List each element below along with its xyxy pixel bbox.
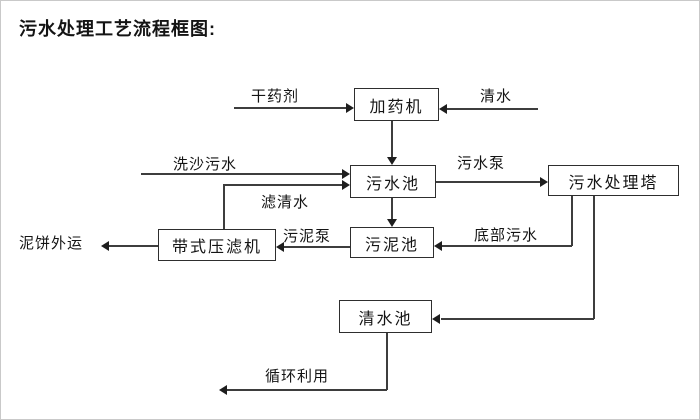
arrowhead-sewage-pump-icon [540, 177, 548, 187]
connector-tower-to-clean-pool [441, 318, 594, 320]
connector-filtered-water-horizontal [223, 184, 342, 186]
connector-filtered-water-vertical [223, 184, 225, 229]
node-belt-filter-press: 带式压滤机 [158, 229, 276, 261]
connector-recycling-use [227, 389, 387, 391]
label-sand-washing-sewage: 洗沙污水 [173, 156, 238, 173]
connector-tower-left-drop [571, 196, 573, 246]
connector-sand-washing-to-sewage-pool [141, 173, 342, 175]
connector-bottom-sewage-to-sludge [442, 245, 572, 247]
arrowhead-sludge-to-press-icon [276, 242, 284, 252]
connector-clean-pool-drop [386, 333, 388, 390]
connector-clean-water-to-dosing [447, 108, 538, 110]
label-mud-cake-transport: 泥饼外运 [19, 235, 84, 252]
connector-sludge-to-press [284, 246, 350, 248]
arrowhead-to-clean-pool-icon [432, 314, 440, 324]
node-sludge-pool: 污泥池 [350, 227, 434, 258]
arrowhead-recycling-icon [219, 385, 227, 395]
connector-sewage-pump-to-tower [436, 181, 540, 183]
arrowhead-filtered-water-icon [342, 180, 350, 190]
label-sludge-pump: 污泥泵 [283, 228, 332, 245]
connector-dry-agent-to-dosing [234, 107, 346, 109]
connector-tower-right-drop [593, 196, 595, 319]
node-dosing-machine: 加药机 [354, 88, 439, 121]
arrowhead-bottom-sewage-icon [434, 241, 442, 251]
label-bottom-sewage: 底部污水 [474, 227, 539, 244]
arrowhead-dosing-to-sewage-icon [387, 157, 397, 165]
page-title: 污水处理工艺流程框图: [19, 19, 216, 39]
label-clean-water: 清水 [480, 88, 513, 105]
connector-sewage-to-sludge-pool [391, 198, 393, 219]
node-sewage-pool: 污水池 [350, 165, 436, 198]
label-dry-agent: 干药剂 [251, 88, 300, 105]
arrowhead-mud-cake-icon [101, 241, 109, 251]
label-filtered-clean-water: 滤清水 [261, 194, 310, 211]
arrowhead-sewage-to-sludge-icon [387, 219, 397, 227]
label-recycling-use: 循环利用 [265, 368, 330, 385]
arrowhead-dry-agent-icon [346, 103, 354, 113]
arrowhead-clean-water-icon [439, 104, 447, 114]
node-clean-water-pool: 清水池 [339, 300, 432, 333]
arrowhead-sand-washing-icon [342, 169, 350, 179]
connector-dosing-to-sewage-pool [391, 121, 393, 159]
connector-press-to-mud-cake [109, 245, 158, 247]
node-treatment-tower: 污水处理塔 [548, 165, 679, 196]
label-sewage-pump: 污水泵 [457, 155, 506, 172]
